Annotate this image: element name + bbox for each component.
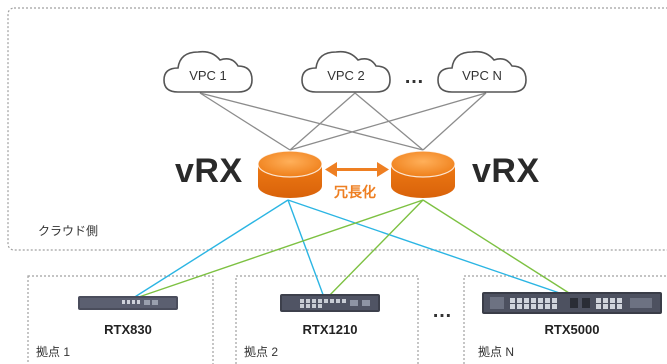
left-to-site2-link: [287, 199, 326, 301]
site-n-label: 拠点 N: [478, 345, 515, 359]
site-2-label: 拠点 2: [244, 345, 279, 359]
left-to-siten-link: [287, 199, 581, 301]
right-router-links: [129, 199, 581, 301]
cloud-icon-vpc2: [301, 50, 391, 93]
left-router-links: [129, 199, 581, 301]
site-n-model-label: RTX5000: [544, 322, 600, 337]
site-2-model-label: RTX1210: [302, 322, 358, 337]
site-zone-border-1: [27, 275, 214, 364]
left-to-site1-link: [129, 199, 289, 301]
redundancy-label: 冗長化: [334, 184, 376, 200]
redundancy-arrow-icon: [325, 162, 389, 177]
cloud-icon-vpcn: [437, 50, 527, 93]
right-to-siten-link: [422, 199, 581, 301]
vpc2-left-link: [289, 92, 356, 151]
vpc-label-2: VPC 2: [327, 68, 365, 83]
cloud-icon-vpc1: [163, 50, 253, 93]
right-to-site1-link: [129, 199, 424, 301]
rtx830-device-icon: [78, 296, 178, 310]
site-1-model-label: RTX830: [104, 322, 152, 337]
cloud-zone-border: [7, 7, 667, 251]
right-to-site2-link: [324, 199, 424, 301]
vpc-ellipsis: …: [404, 66, 425, 88]
vpc1-left-link: [199, 92, 291, 151]
site-zone-border-n: [463, 275, 667, 364]
rtx5000-device-icon: [482, 292, 662, 314]
left-vrx-router-icon: [257, 150, 323, 198]
rtx1210-device-icon: [280, 294, 380, 312]
right-vrx-router-icon: [390, 150, 456, 198]
vpc-links: [199, 92, 487, 151]
right-vrx-label: vRX: [472, 152, 540, 190]
left-vrx-label: vRX: [175, 152, 243, 190]
vpc-label-1: VPC 1: [189, 68, 227, 83]
site-1-label: 拠点 1: [36, 345, 71, 359]
vpc1-right-link: [199, 92, 424, 151]
cloud-side-label: クラウド側: [38, 224, 99, 238]
vpcn-right-link: [422, 92, 487, 151]
vpcn-left-link: [289, 92, 487, 151]
vpc-label-n: VPC N: [462, 68, 502, 83]
sites-ellipsis: …: [432, 300, 453, 322]
site-zone-border-2: [235, 275, 419, 364]
